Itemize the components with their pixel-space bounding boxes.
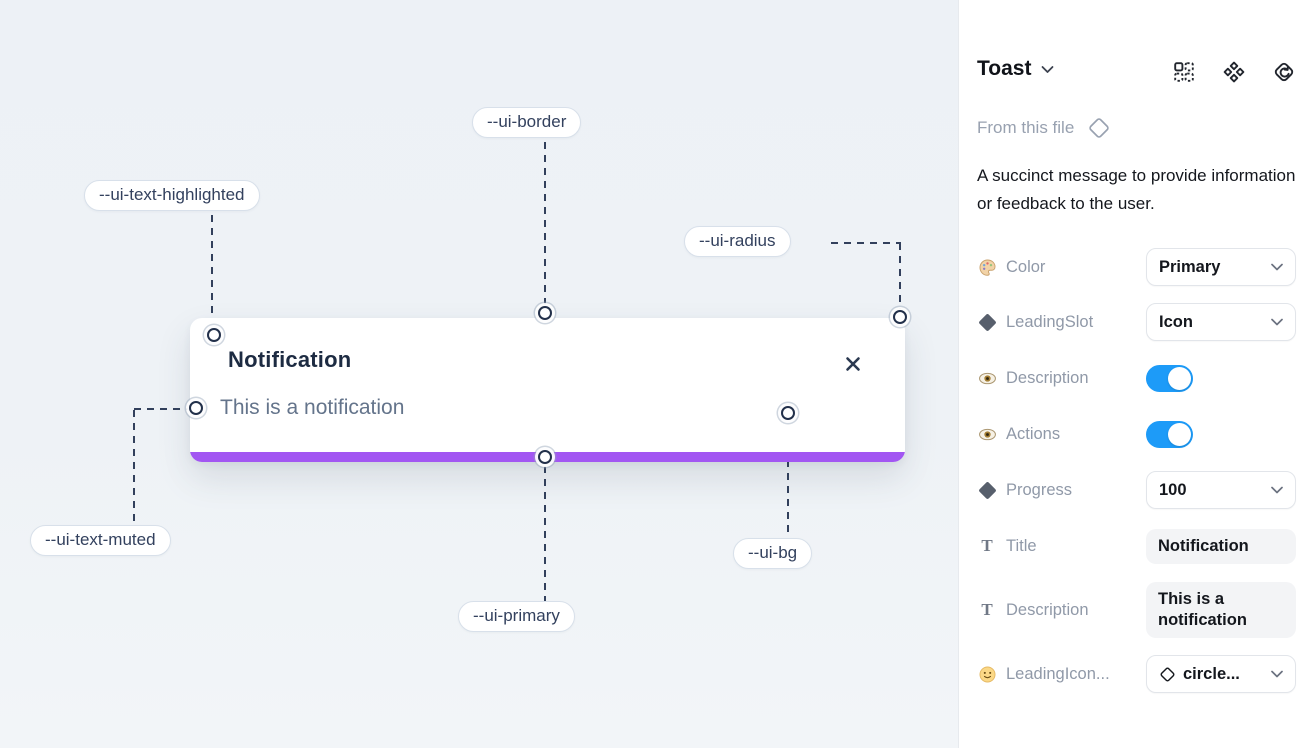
- variants-icon[interactable]: [1222, 60, 1246, 84]
- connector-dot-primary[interactable]: [538, 450, 552, 464]
- connector-dot-radius[interactable]: [893, 310, 907, 324]
- eye-icon: [977, 425, 997, 444]
- prop-label: Description: [1006, 600, 1089, 619]
- prop-label: Description: [1006, 368, 1089, 387]
- token-chip-ui-bg[interactable]: --ui-bg: [733, 538, 813, 569]
- prop-row-actions-toggle: Actions: [977, 415, 1296, 453]
- color-select[interactable]: Primary: [1146, 248, 1296, 286]
- toast-component[interactable]: Notification This is a notification: [190, 318, 905, 462]
- design-canvas[interactable]: Notification This is a notification --ui…: [0, 0, 958, 748]
- select-value: Icon: [1159, 312, 1193, 331]
- chevron-down-icon: [1271, 670, 1283, 678]
- connector-dot-bg[interactable]: [781, 406, 795, 420]
- connector-ui-radius-v: [899, 243, 901, 309]
- progress-select[interactable]: 100: [1146, 471, 1296, 509]
- diamond-icon: [977, 480, 997, 500]
- select-value: Primary: [1159, 257, 1221, 276]
- connector-dot-text-muted[interactable]: [189, 401, 203, 415]
- token-chip-ui-text-muted[interactable]: --ui-text-muted: [30, 525, 171, 556]
- source-label: From this file: [977, 118, 1075, 137]
- prop-label: Title: [1006, 536, 1037, 555]
- prop-row-leadingslot: LeadingSlot Icon: [977, 303, 1296, 341]
- prop-row-color: Color Primary: [977, 248, 1296, 286]
- connector-ui-border: [544, 142, 546, 306]
- connector-ui-primary: [544, 466, 546, 601]
- prop-row-description-toggle: Description: [977, 359, 1296, 397]
- actions-toggle[interactable]: [1146, 420, 1193, 448]
- component-title: Toast: [977, 57, 1032, 80]
- chevron-down-icon: [1271, 318, 1283, 326]
- leadingslot-select[interactable]: Icon: [1146, 303, 1296, 341]
- icon-diamond-outline: [1160, 667, 1175, 681]
- palette-icon: [977, 258, 997, 277]
- toast-description: This is a notification: [220, 396, 405, 419]
- select-value: 100: [1159, 480, 1187, 499]
- token-chip-ui-text-highlighted[interactable]: --ui-text-highlighted: [84, 180, 260, 211]
- token-chip-ui-radius[interactable]: --ui-radius: [684, 226, 791, 257]
- connector-ui-radius-h: [831, 242, 901, 244]
- connector-ui-text-highlighted: [211, 215, 213, 328]
- swap-instance-icon[interactable]: [1272, 60, 1296, 84]
- connector-ui-text-muted-h: [134, 408, 188, 410]
- component-diamond-icon: [1089, 118, 1110, 138]
- chevron-down-icon: [1271, 263, 1283, 271]
- close-icon[interactable]: [841, 352, 865, 376]
- eye-icon: [977, 369, 997, 388]
- prop-label: LeadingSlot: [1006, 312, 1094, 331]
- chevron-down-icon: [1271, 486, 1283, 494]
- connector-dot-text-highlighted[interactable]: [207, 328, 221, 342]
- component-description: A succinct message to provide informatio…: [977, 166, 1296, 213]
- text-icon: T: [981, 600, 993, 619]
- prop-label: Actions: [1006, 424, 1061, 443]
- prop-row-title: T Title Notification: [977, 527, 1296, 565]
- chevron-down-icon[interactable]: [1041, 65, 1054, 74]
- select-value: circle...: [1183, 664, 1240, 683]
- prop-label: LeadingIcon...: [1006, 664, 1110, 683]
- inspector-panel: Toast: [958, 0, 1312, 748]
- description-toggle[interactable]: [1146, 364, 1193, 392]
- prop-label: Color: [1006, 257, 1046, 276]
- text-icon: T: [981, 536, 993, 555]
- title-field[interactable]: Notification: [1146, 528, 1296, 564]
- toast-title: Notification: [228, 347, 352, 372]
- component-header[interactable]: Toast: [977, 57, 1054, 81]
- prop-row-description-field: T Description This is a notification: [977, 582, 1296, 638]
- connector-ui-text-muted-v: [133, 410, 135, 525]
- connector-ui-bg: [787, 421, 789, 538]
- diamond-icon: [977, 312, 997, 332]
- token-chip-ui-border[interactable]: --ui-border: [472, 107, 582, 138]
- face-icon: [977, 665, 997, 684]
- leadingicon-select[interactable]: circle...: [1146, 655, 1296, 693]
- token-chip-ui-primary[interactable]: --ui-primary: [458, 601, 575, 632]
- prop-row-leadingicon: LeadingIcon... circle...: [977, 655, 1296, 693]
- description-field[interactable]: This is a notification: [1146, 582, 1296, 638]
- connector-dot-border[interactable]: [538, 306, 552, 320]
- prop-row-progress: Progress 100: [977, 471, 1296, 509]
- component-slots-icon[interactable]: [1172, 60, 1196, 84]
- prop-label: Progress: [1006, 480, 1073, 499]
